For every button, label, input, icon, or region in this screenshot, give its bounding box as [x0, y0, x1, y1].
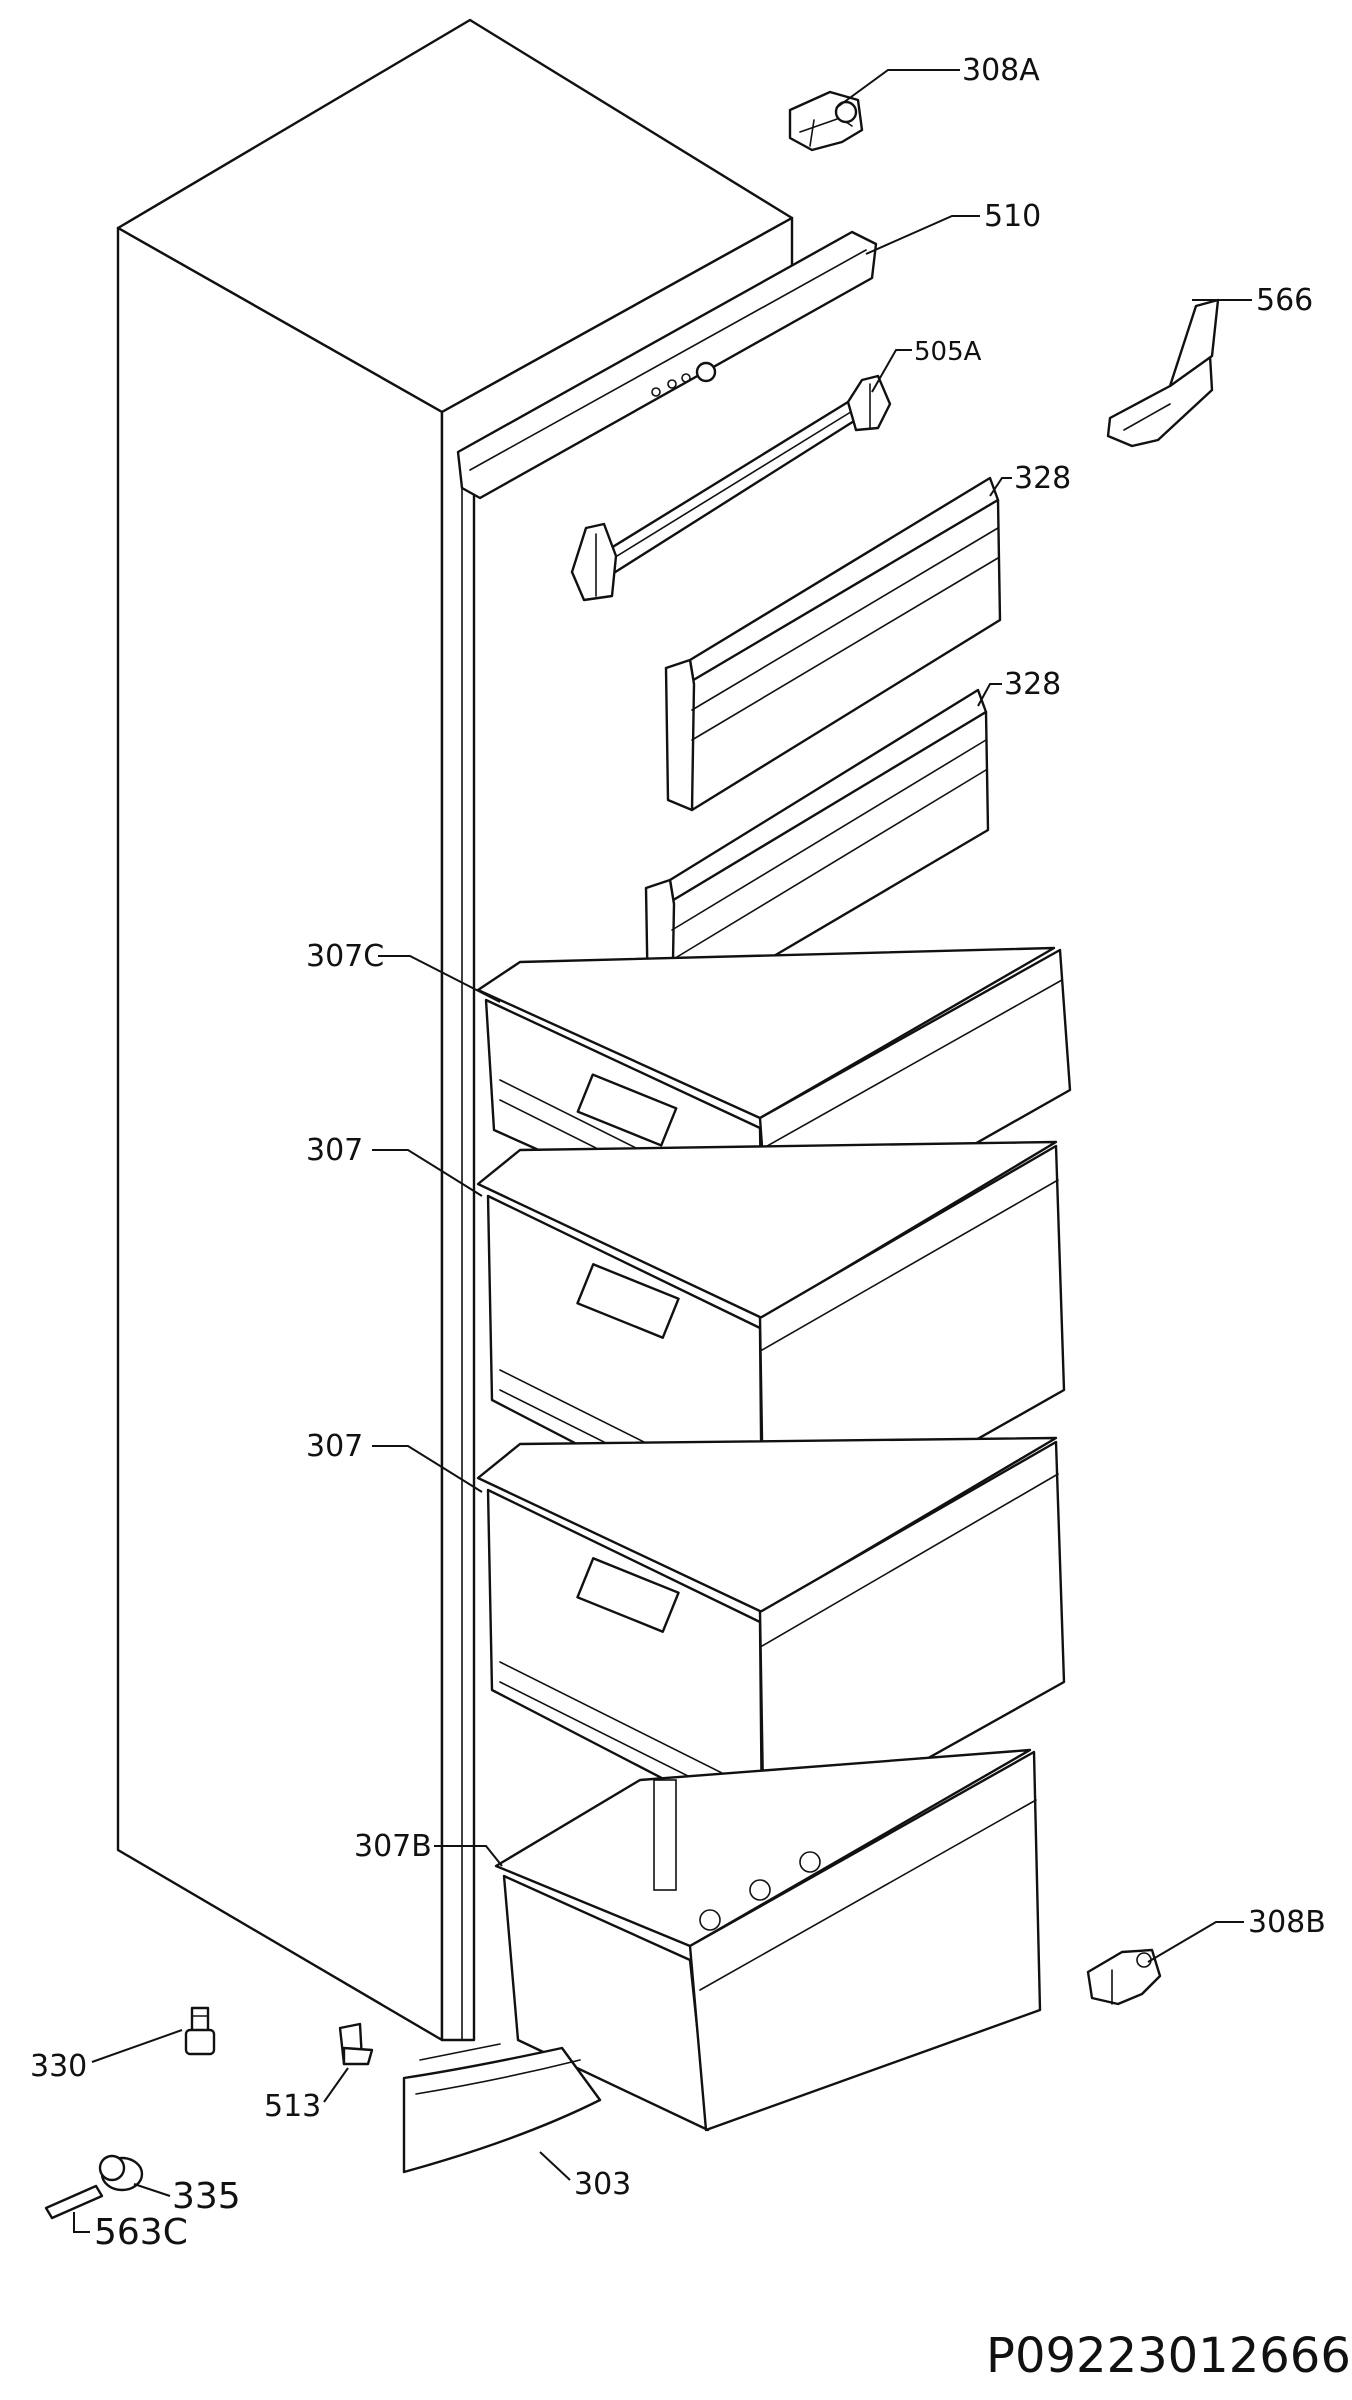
label-307b: 307B	[354, 1829, 432, 1864]
label-307-upper: 307	[306, 1133, 363, 1168]
door-shelf-328-upper	[664, 476, 1002, 812]
foot-330	[184, 2006, 216, 2056]
cabinet	[116, 18, 794, 2042]
label-510: 510	[984, 199, 1041, 234]
label-513: 513	[264, 2089, 321, 2124]
roller-335	[98, 2154, 144, 2192]
label-330: 330	[30, 2049, 87, 2084]
label-307-lower: 307	[306, 1429, 363, 1464]
bracket-513	[338, 2022, 374, 2066]
rail-505a	[570, 374, 892, 602]
label-307c: 307C	[306, 939, 384, 974]
control-panel-510	[456, 230, 878, 500]
drawer-307-lower	[476, 1436, 1066, 1852]
label-505a: 505A	[914, 337, 982, 367]
label-335: 335	[172, 2176, 241, 2217]
label-328-upper: 328	[1014, 461, 1071, 496]
leader-lines	[73, 69, 1252, 2233]
top-hinge-308a	[788, 90, 864, 152]
label-308b: 308B	[1248, 1905, 1326, 1940]
drawing-code: P09223012666	[986, 2328, 1351, 2384]
label-303: 303	[574, 2167, 631, 2202]
clip-566	[1106, 298, 1220, 448]
bottom-basket-307b	[494, 1748, 1042, 2132]
label-308a: 308A	[962, 53, 1040, 88]
label-563c: 563C	[94, 2212, 188, 2253]
label-328-lower: 328	[1004, 667, 1061, 702]
plinth-303	[402, 2043, 602, 2174]
label-566: 566	[1256, 283, 1313, 318]
pin-563c	[44, 2184, 104, 2220]
bottom-hinge-308b	[1086, 1948, 1162, 2006]
